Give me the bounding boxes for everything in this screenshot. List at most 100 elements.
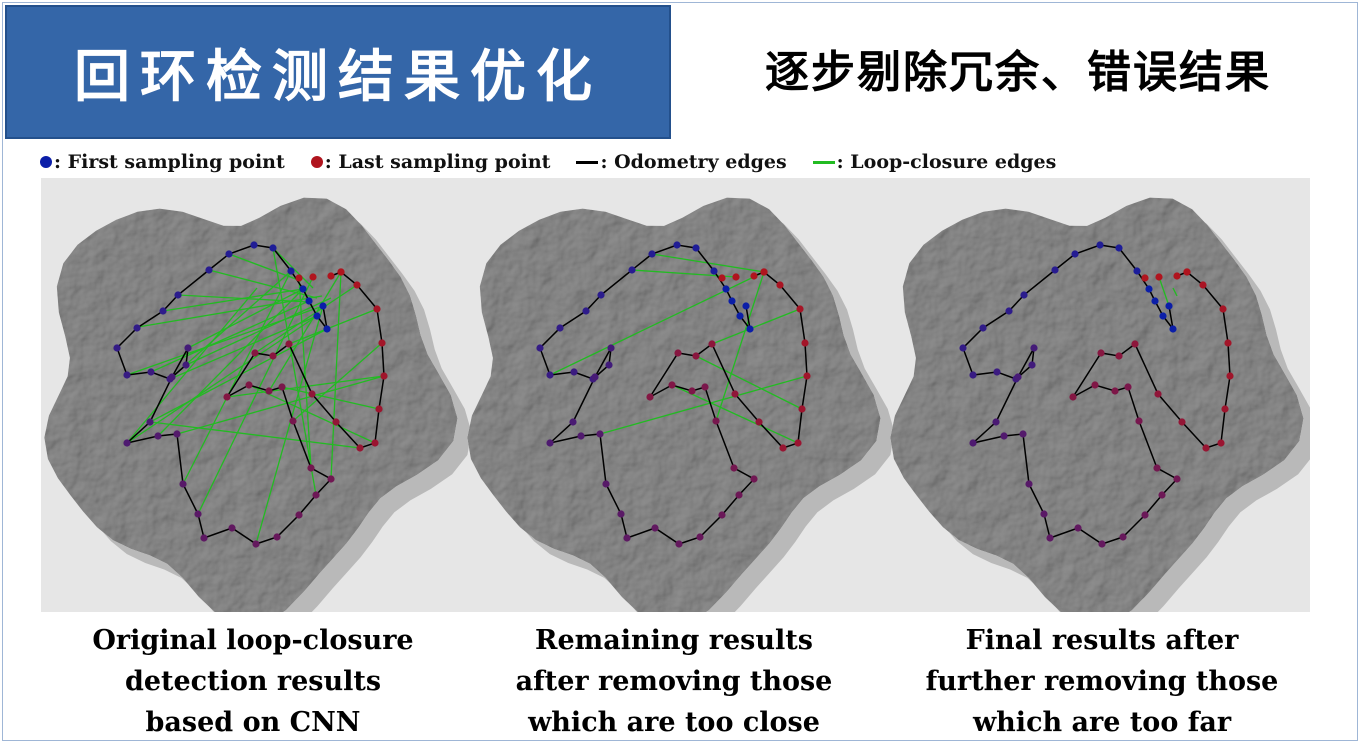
caption-line: further removing those	[925, 666, 1279, 697]
sampling-point	[570, 368, 578, 376]
last-sampling-point	[337, 268, 345, 276]
loop-closure-edge	[1158, 276, 1170, 307]
sampling-point	[182, 361, 190, 369]
sampling-point	[591, 373, 599, 381]
loop-closure-edge	[228, 253, 302, 282]
legend-item-last-point: : Last sampling point	[310, 151, 551, 173]
sampling-point	[1141, 511, 1149, 519]
loop-closure-edge	[171, 270, 292, 378]
sampling-point	[722, 285, 730, 293]
sampling-point	[1131, 340, 1139, 348]
sampling-point	[205, 266, 213, 274]
sampling-point	[371, 439, 379, 447]
sampling-point	[1030, 344, 1038, 352]
sampling-point	[696, 533, 704, 541]
sampling-point	[225, 250, 233, 258]
sampling-point	[1224, 339, 1232, 347]
sampling-point	[273, 533, 281, 541]
trajectory-panel-2	[536, 241, 811, 548]
sampling-point	[617, 510, 625, 518]
caption-panel-3: Final results after further removing tho…	[892, 620, 1312, 743]
loop-closure-edge	[255, 305, 324, 545]
sampling-point	[250, 241, 258, 249]
caption-line: Remaining results	[535, 625, 813, 656]
sampling-point	[1151, 297, 1159, 305]
sampling-point	[305, 297, 313, 305]
sampling-point	[1020, 291, 1028, 299]
sampling-point	[803, 372, 811, 380]
sampling-point	[1025, 480, 1033, 488]
sampling-point	[327, 475, 335, 483]
sampling-point	[147, 368, 155, 376]
sampling-point	[287, 267, 295, 275]
sampling-point	[1005, 307, 1013, 315]
last-sampling-point	[309, 273, 317, 281]
legend-label: : Last sampling point	[324, 151, 551, 173]
sampling-point	[796, 305, 804, 313]
sampling-point	[801, 339, 809, 347]
sampling-point	[278, 383, 286, 391]
sampling-point	[755, 418, 763, 426]
sampling-point	[1119, 533, 1127, 541]
sampling-point	[159, 307, 167, 315]
sampling-point	[1046, 534, 1054, 542]
sampling-point	[356, 444, 364, 452]
loop-closure-edge	[695, 355, 803, 410]
loop-closure-edge	[185, 297, 332, 366]
trajectory-panel-3	[959, 241, 1234, 548]
sampling-point	[194, 510, 202, 518]
terrain-map	[890, 197, 1304, 626]
sampling-point	[173, 430, 181, 438]
sampling-point	[327, 272, 335, 280]
last-sampling-point	[1141, 274, 1149, 282]
sampling-point	[969, 439, 977, 447]
sampling-point	[373, 305, 381, 313]
loop-closure-edge	[268, 271, 342, 392]
loop-closure-edge	[197, 276, 314, 515]
sampling-point	[701, 383, 709, 391]
sampling-point	[1074, 524, 1082, 532]
sampling-point	[648, 250, 656, 258]
sampling-point	[794, 439, 802, 447]
sampling-point	[708, 340, 716, 348]
last-sampling-point	[295, 274, 303, 282]
sampling-point	[1098, 540, 1106, 548]
sampling-point	[1173, 272, 1181, 280]
sampling-point	[1153, 464, 1161, 472]
sampling-point	[245, 381, 253, 389]
sampling-point	[380, 372, 388, 380]
sampling-point	[750, 475, 758, 483]
loop-closure-edge	[599, 375, 808, 435]
legend-label: : Odometry edges	[600, 151, 787, 173]
caption-line: detection results	[124, 666, 382, 697]
loop-closure-edge	[272, 247, 314, 289]
sampling-point	[728, 297, 736, 305]
loop-closure-edge	[126, 315, 318, 444]
sampling-point	[692, 244, 700, 252]
sampling-point	[265, 387, 273, 395]
sampling-point	[1028, 361, 1036, 369]
sampling-point	[1219, 305, 1227, 313]
loop-closure-edge	[671, 384, 799, 444]
sampling-point	[596, 430, 604, 438]
sampling-point	[295, 511, 303, 519]
sampling-point	[546, 439, 554, 447]
caption-line: Final results after	[965, 625, 1239, 656]
sampling-point	[1165, 302, 1173, 310]
sampling-point	[1135, 417, 1143, 425]
sampling-point	[798, 405, 806, 413]
sampling-point	[1199, 281, 1207, 289]
last-sampling-point	[732, 273, 740, 281]
sampling-point	[123, 439, 131, 447]
green-line-icon	[812, 160, 835, 164]
sampling-point	[289, 417, 297, 425]
sampling-point	[1040, 510, 1048, 518]
sampling-point	[1133, 267, 1141, 275]
sampling-point	[307, 464, 315, 472]
caption-panel-2: Remaining results after removing those w…	[464, 620, 884, 743]
sampling-point	[569, 418, 577, 426]
loop-closure-edge	[150, 421, 361, 449]
sampling-point	[675, 540, 683, 548]
caption-line: which are too close	[528, 707, 820, 738]
sampling-point	[718, 511, 726, 519]
